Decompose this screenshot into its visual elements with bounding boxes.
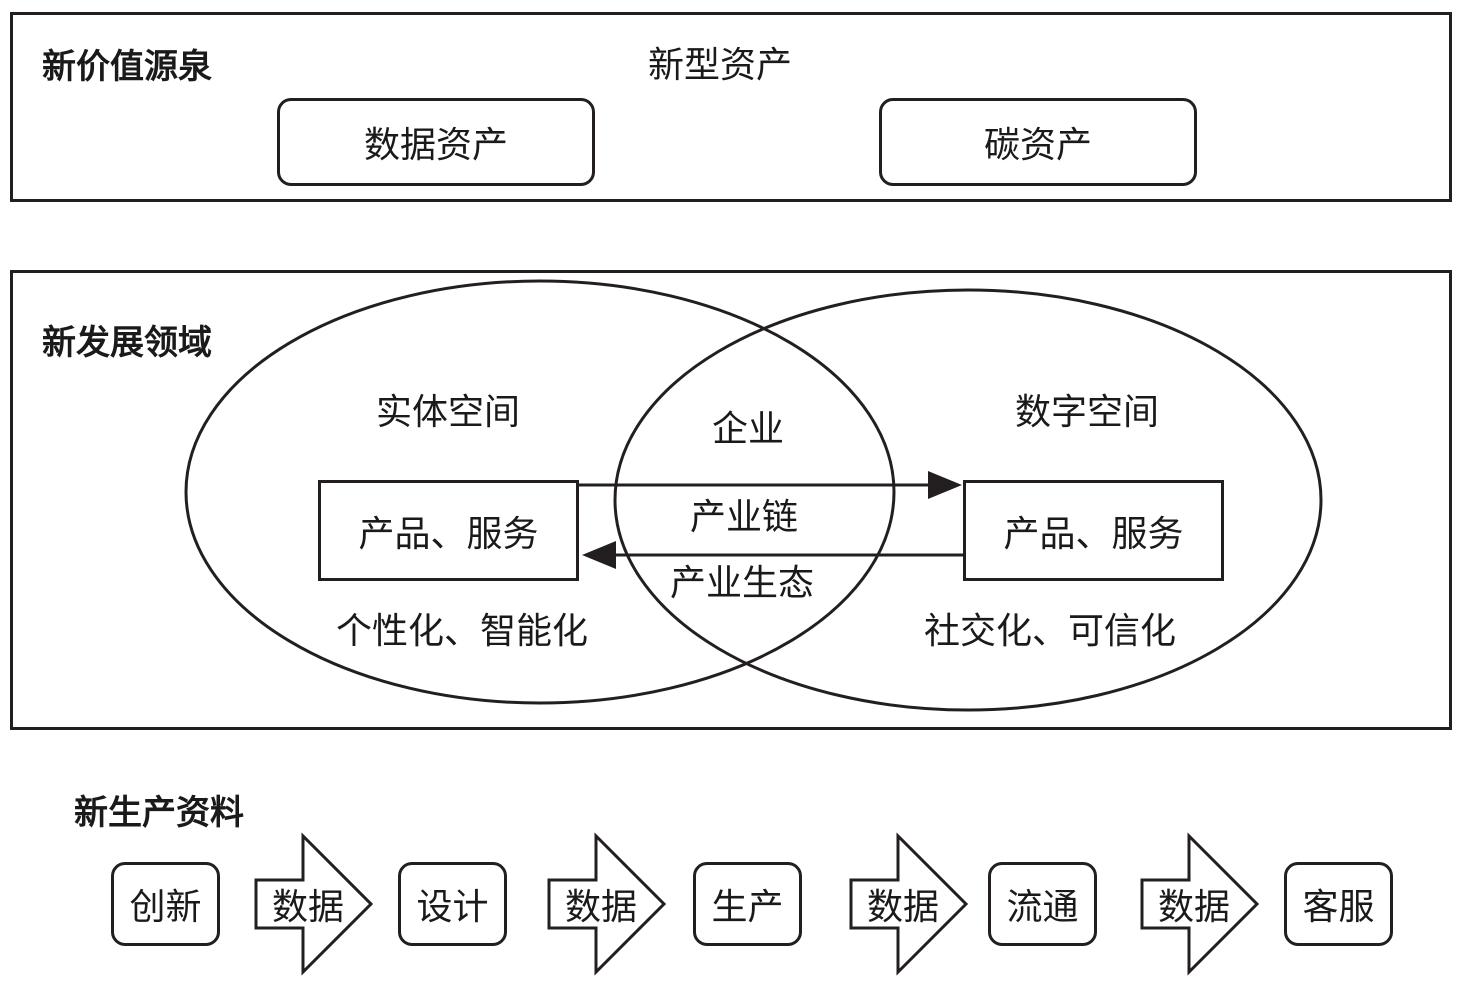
digital-products-services-box: 产品、服务 [963, 480, 1224, 581]
physical-space-title: 实体空间 [376, 392, 521, 433]
digital-space-title: 数字空间 [1015, 392, 1160, 433]
physical-space-ellipse [184, 279, 896, 705]
stage-innovation: 创新 [111, 862, 220, 946]
arrow-to-physical-head [582, 541, 616, 569]
stage-design: 设计 [398, 862, 507, 946]
flow-arrow-1 [254, 832, 374, 976]
flow-arrow-3 [849, 832, 969, 976]
data-arrow-label-3: 数据 [851, 836, 969, 972]
data-arrow-label-2: 数据 [549, 836, 667, 972]
stage-circulation: 流通 [988, 862, 1097, 946]
development-domain-heading: 新发展领域 [42, 323, 212, 363]
industry-chain-label: 产业链 [690, 497, 799, 538]
data-arrow-label-1: 数据 [256, 836, 374, 972]
flow-arrow-4 [1140, 832, 1260, 976]
flow-arrow-2 [547, 832, 667, 976]
new-assets-title: 新型资产 [648, 45, 793, 86]
data-label: 数据 [1157, 887, 1230, 928]
production-means-heading: 新生产资料 [74, 793, 244, 833]
industry-ecology-label: 产业生态 [670, 563, 815, 604]
carbon-assets-box: 碳资产 [879, 98, 1197, 186]
data-arrow-label-4: 数据 [1142, 836, 1260, 972]
enterprise-label: 企业 [712, 409, 785, 450]
arrow-to-digital-head [928, 471, 962, 499]
stage-production: 生产 [693, 862, 802, 946]
digital-traits-label: 社交化、可信化 [924, 611, 1177, 652]
data-assets-box: 数据资产 [277, 98, 595, 186]
stage-customer-service: 客服 [1284, 862, 1393, 946]
value-source-panel [10, 12, 1452, 202]
digital-space-ellipse [613, 288, 1323, 712]
physical-products-services-box: 产品、服务 [318, 480, 579, 581]
value-source-heading: 新价值源泉 [42, 47, 212, 87]
physical-traits-label: 个性化、智能化 [336, 611, 589, 652]
data-label: 数据 [271, 887, 344, 928]
data-label: 数据 [866, 887, 939, 928]
data-label: 数据 [564, 887, 637, 928]
